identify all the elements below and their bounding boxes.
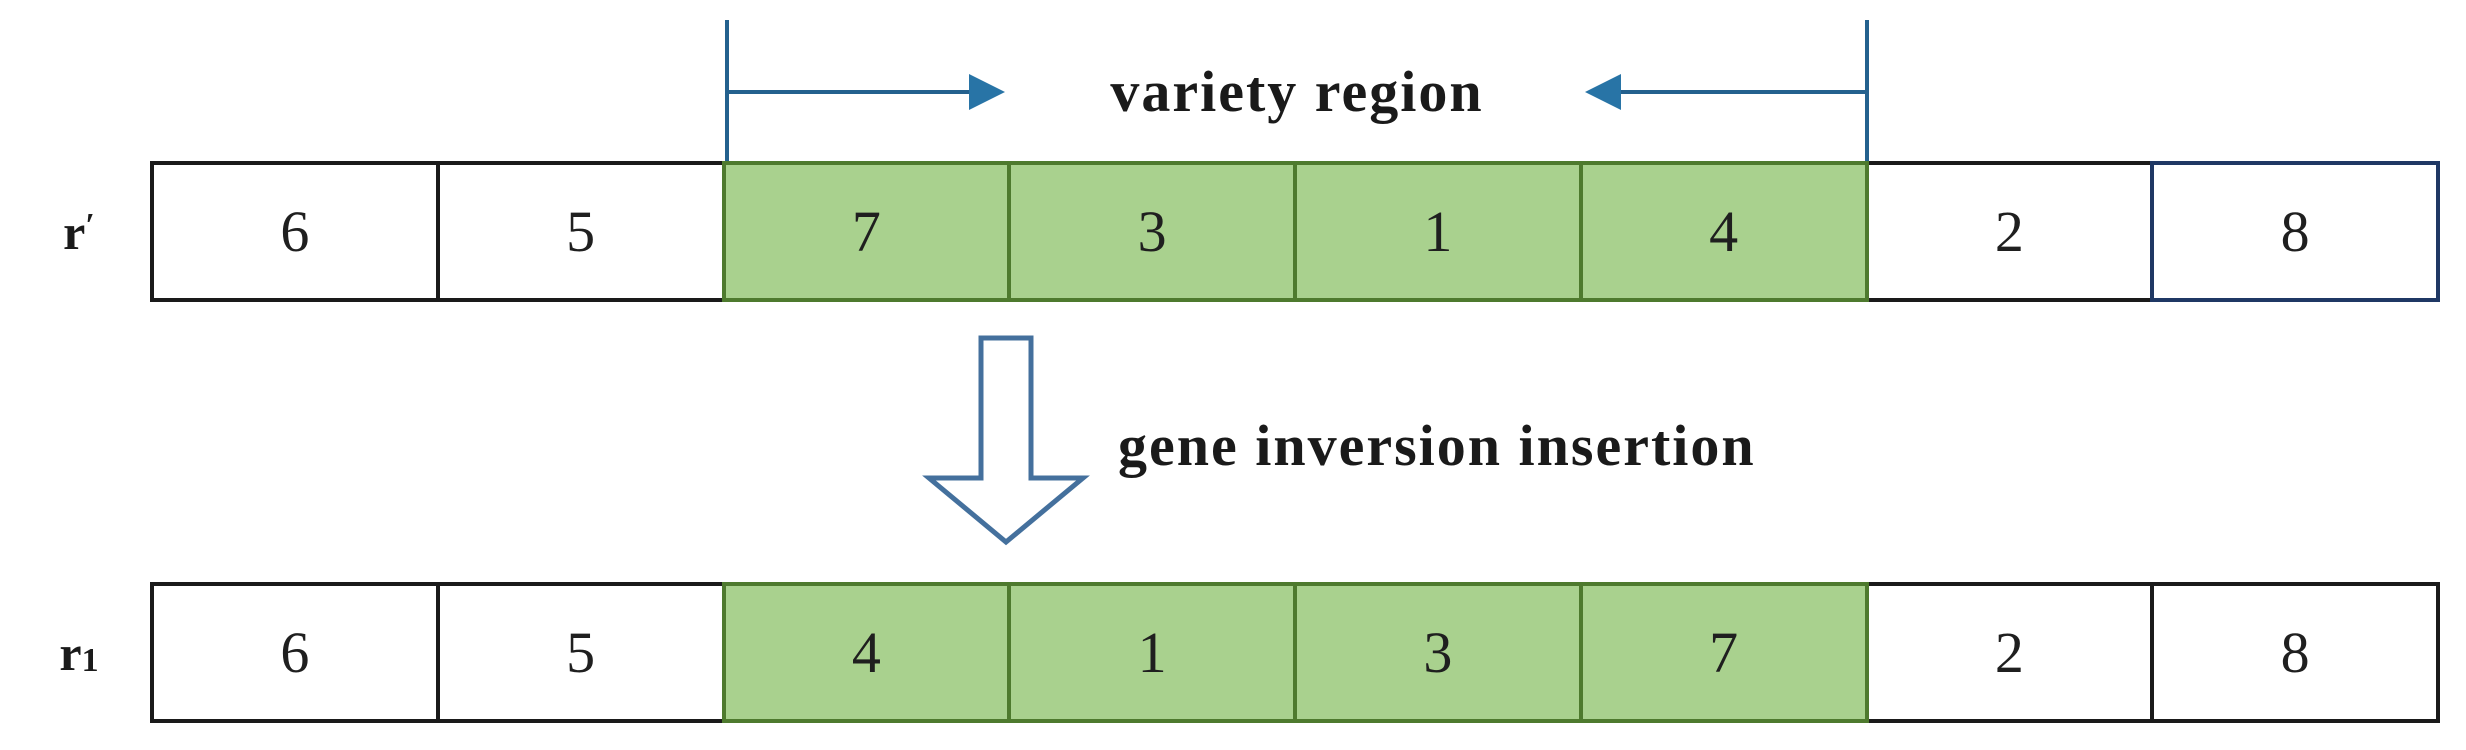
row-label-base: r [63, 203, 86, 260]
genome-cell: 5 [435, 582, 726, 723]
genome-cell: 1 [1007, 582, 1297, 723]
right-arrowhead-icon [969, 74, 1005, 110]
variety-region-label: variety region [1110, 59, 1484, 124]
genome-cell: 6 [150, 161, 440, 302]
genome-cell: 6 [150, 582, 440, 723]
genome-cell: 4 [1578, 161, 1869, 302]
genome-cell: 8 [2150, 582, 2440, 723]
row-label-prime: ′ [85, 206, 95, 244]
variety-region-right-arrow-line [1620, 90, 1867, 94]
row-label-r-prime: r′ [18, 161, 140, 302]
genome-cell: 2 [1864, 582, 2155, 723]
genome-cell: 7 [721, 161, 1012, 302]
genome-cell: 3 [1007, 161, 1297, 302]
variety-region-left-arrow-line [727, 90, 973, 94]
row-label-base: r [59, 624, 82, 681]
genome-cell: 3 [1293, 582, 1583, 723]
genome-cell: 2 [1864, 161, 2155, 302]
variety-region-right-boundary-line [1865, 20, 1869, 161]
row-label-subscript: 1 [81, 641, 99, 679]
genome-cell: 5 [435, 161, 726, 302]
operation-label: gene inversion insertion [1118, 413, 1756, 478]
genome-cell: 8 [2150, 161, 2440, 302]
genome-cell: 7 [1578, 582, 1869, 723]
genome-cell: 1 [1293, 161, 1583, 302]
down-arrow-icon [922, 335, 1090, 546]
genome-cell: 4 [721, 582, 1012, 723]
left-arrowhead-icon [1585, 74, 1621, 110]
